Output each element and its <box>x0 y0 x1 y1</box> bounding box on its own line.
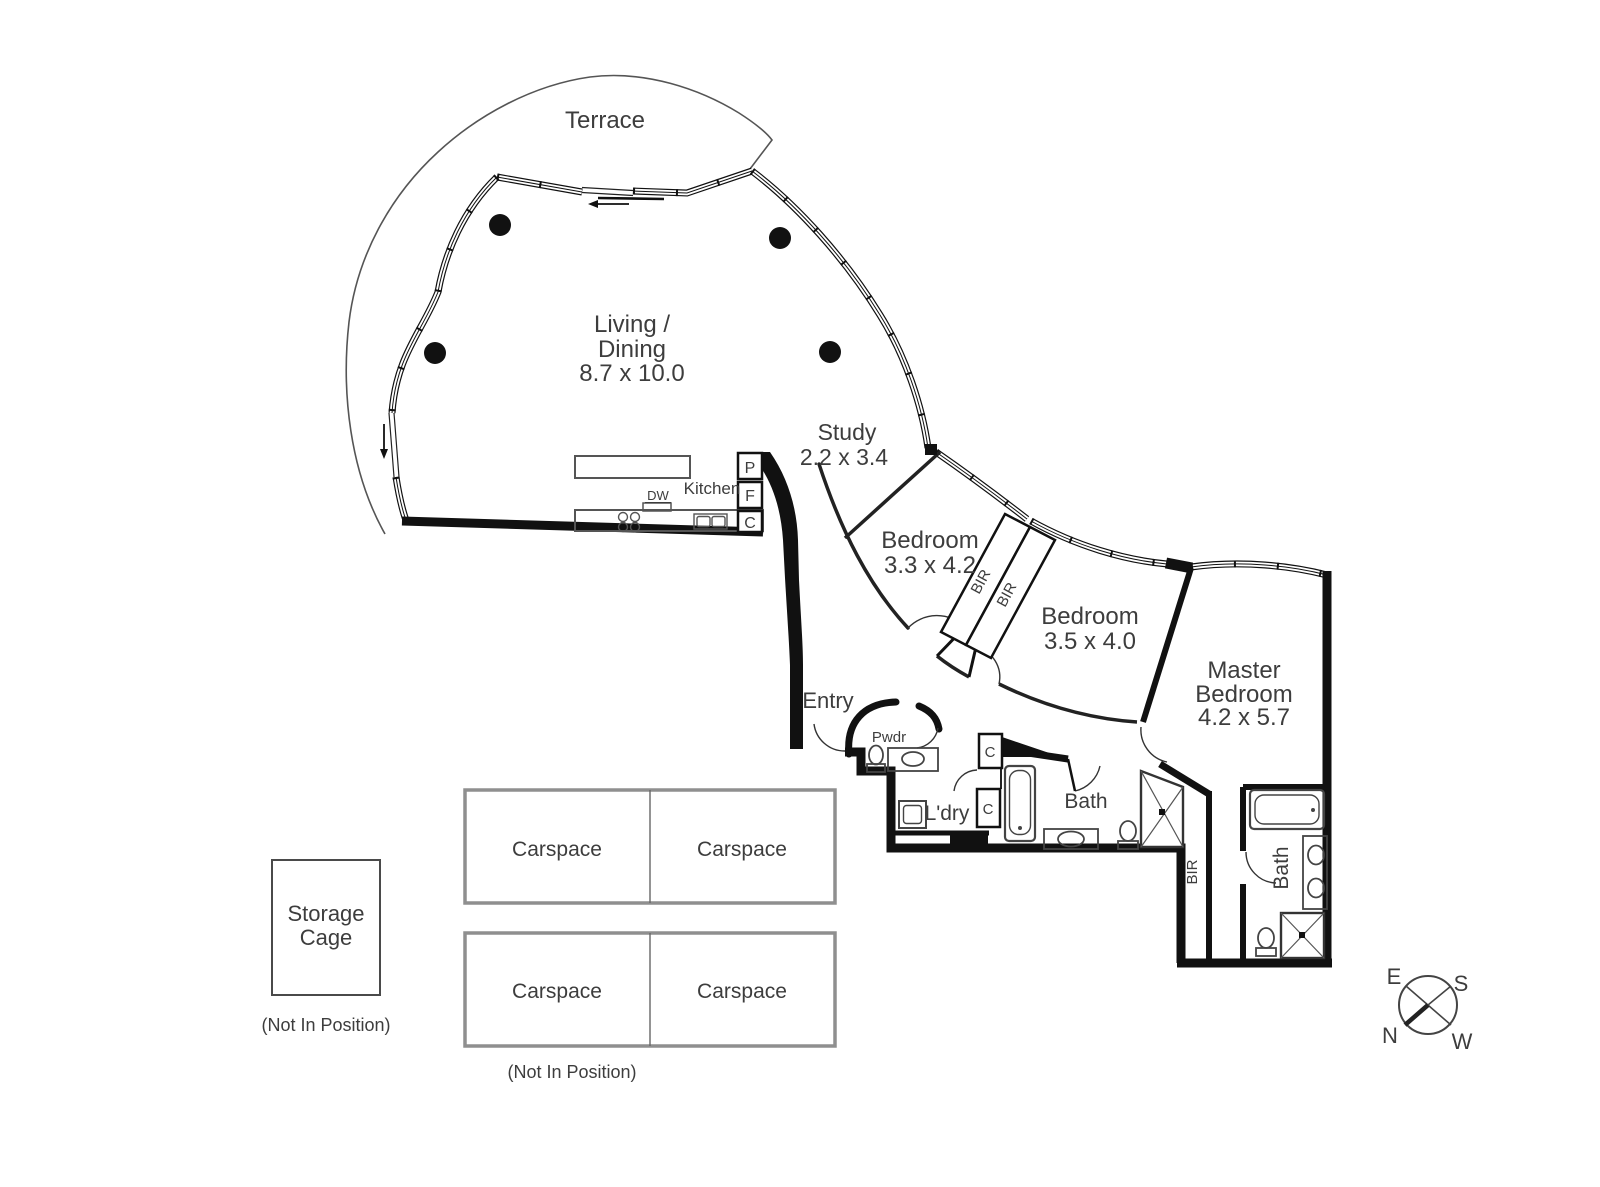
bed1-dims: 3.3 x 4.2 <box>884 552 976 579</box>
terrace-outline <box>345 74 774 535</box>
carspace-label-tr: Carspace <box>697 838 787 861</box>
bed2-label: Bedroom <box>1041 603 1138 630</box>
window-walls <box>388 167 1328 579</box>
bed2-dims: 3.5 x 4.0 <box>1044 628 1136 655</box>
washing-machine-icon <box>898 800 927 829</box>
powder-door-arc <box>916 727 939 749</box>
pantry-label: P <box>745 460 756 477</box>
corner-blob <box>925 444 937 455</box>
storage-cage-box <box>271 859 381 996</box>
vanity <box>887 747 939 772</box>
sliding-door-left <box>380 412 400 478</box>
fixtures <box>866 744 1328 960</box>
storage-cage-label-2: Cage <box>300 925 353 950</box>
compass-s-label: S <box>1454 971 1469 996</box>
closet1-box <box>977 732 1004 770</box>
column-dot <box>489 214 511 236</box>
fridge-box <box>736 480 764 510</box>
powder-label: Pwdr <box>872 729 906 746</box>
bir-hall-label: BIR <box>1184 859 1201 884</box>
shower-icon <box>1139 769 1185 849</box>
carspace-row-2 <box>463 931 837 1048</box>
basin-icon <box>1307 877 1325 899</box>
bathtub-icon <box>1248 788 1326 831</box>
cupboard-box <box>736 509 764 534</box>
column-dot <box>769 227 791 249</box>
closet2-label: C <box>983 801 994 818</box>
compass-e-label: E <box>1387 964 1402 989</box>
bed2-door-leaf <box>967 646 978 678</box>
kitchen-island <box>574 455 691 479</box>
labels: Terrace Living / Dining 8.7 x 10.0 Study… <box>261 107 1472 1082</box>
vanity <box>1302 835 1328 910</box>
fridge-label: F <box>745 488 755 505</box>
master-label-1: Master <box>1207 657 1280 684</box>
entry-wedge-wall <box>757 452 803 749</box>
study-dims: 2.2 x 3.4 <box>800 444 888 470</box>
carspace-label-bl: Carspace <box>512 980 602 1003</box>
columns <box>424 214 841 364</box>
bed1-label: Bedroom <box>881 527 978 554</box>
storage-note: (Not In Position) <box>261 1015 390 1035</box>
kitchen-label: Kitchen <box>684 479 741 498</box>
storage-cage-label-1: Storage <box>287 901 364 926</box>
closet2-box <box>975 787 1002 829</box>
laundry-label: L'dry <box>925 802 970 825</box>
shower-icon <box>1279 911 1326 960</box>
carspace-note: (Not In Position) <box>507 1062 636 1082</box>
bath-door-arc <box>1074 765 1101 792</box>
toilet-icon <box>1117 820 1139 850</box>
wall-step <box>950 833 988 849</box>
column-dot <box>819 341 841 363</box>
master-label-2: Bedroom <box>1195 681 1292 708</box>
compass-n-label: N <box>1382 1023 1398 1048</box>
kitchen-fittings <box>574 451 764 534</box>
basin-icon <box>1057 830 1085 848</box>
entry-door-arc <box>813 723 846 752</box>
carspace-label-br: Carspace <box>697 980 787 1003</box>
slide-arrow-icon <box>588 200 598 208</box>
carspace-label-tl: Carspace <box>512 838 602 861</box>
sink-icon <box>693 513 728 530</box>
living-label-1: Living / <box>594 311 670 338</box>
compass-w-label: W <box>1452 1029 1473 1054</box>
ensuite-label: Bath <box>1270 846 1293 889</box>
bath-door-leaf <box>1066 758 1077 792</box>
living-dims: 8.7 x 10.0 <box>579 360 684 387</box>
entry-label: Entry <box>802 688 853 713</box>
toilet-icon <box>1255 927 1277 957</box>
dishwasher-label: DW <box>647 488 669 503</box>
ensuite-door-arc <box>1245 851 1277 884</box>
laundry-door-arc <box>953 769 978 792</box>
cooktop-icon <box>617 511 641 533</box>
study-label: Study <box>818 419 877 445</box>
pantry-box <box>736 451 764 481</box>
compass-icon <box>1398 975 1458 1035</box>
bath-label: Bath <box>1064 790 1107 813</box>
terrace-label: Terrace <box>565 107 645 134</box>
bath-wall-wedge <box>1002 737 1061 757</box>
parking-area <box>271 788 837 1048</box>
basin-icon <box>901 751 925 767</box>
closet1-label: C <box>985 744 996 761</box>
living-label-2: Dining <box>598 336 666 363</box>
slide-arrow-icon <box>380 449 388 459</box>
vanity <box>1043 828 1099 850</box>
bir-right-box <box>964 525 1057 660</box>
master-dims: 4.2 x 5.7 <box>1198 704 1290 731</box>
column-dot <box>424 342 446 364</box>
built-in-robes <box>939 512 1057 829</box>
basin-icon <box>1307 844 1325 866</box>
sliding-door-top <box>581 186 665 208</box>
master-door-arc <box>1140 726 1168 763</box>
cupboard-label: C <box>744 515 756 532</box>
bathtub-icon <box>1003 764 1037 843</box>
carspace-row-1 <box>463 788 837 905</box>
toilet-icon <box>866 744 886 773</box>
